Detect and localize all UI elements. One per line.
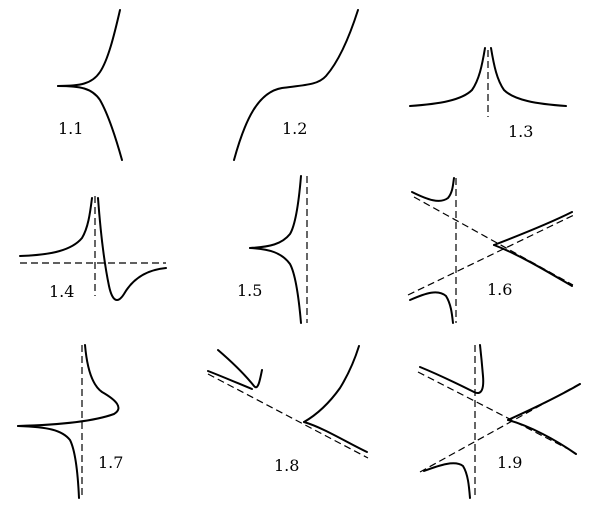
panel-label-1-9: 1.9 — [497, 453, 522, 472]
panel-1-1: 1.1 — [57, 9, 123, 161]
cusp-lower-branch — [303, 421, 368, 453]
left-branch — [409, 47, 486, 107]
right-branch — [490, 47, 567, 107]
panel-1-9: 1.9 — [417, 344, 582, 499]
right-lower-branch — [507, 419, 577, 455]
lower-left-branch — [409, 291, 454, 324]
lower-left-branch — [423, 462, 471, 499]
panel-1-5: 1.5 — [237, 175, 308, 324]
right-branch — [97, 197, 167, 301]
panel-1-4: 1.4 — [19, 196, 167, 301]
cusp-upper-branch — [57, 9, 121, 87]
oblique-asymptote-ascending — [407, 213, 577, 296]
panel-1-7: 1.7 — [17, 344, 123, 499]
upper-branch — [17, 344, 120, 427]
panel-label-1-1: 1.1 — [58, 119, 83, 138]
upper-left-branch — [217, 349, 263, 389]
cusp-lower-branch — [57, 85, 123, 161]
lower-branch — [249, 247, 302, 324]
panel-1-6: 1.6 — [407, 177, 577, 324]
panel-1-2: 1.2 — [233, 9, 359, 161]
panel-label-1-8: 1.8 — [274, 456, 299, 475]
upper-left-branch — [411, 177, 455, 202]
oblique-asymptote-ascending — [419, 382, 582, 473]
panel-label-1-2: 1.2 — [282, 119, 307, 138]
right-lower-branch — [493, 244, 573, 287]
inflection-curve — [233, 9, 359, 161]
panel-1-3: 1.3 — [409, 47, 567, 141]
panel-label-1-3: 1.3 — [508, 122, 533, 141]
panel-label-1-7: 1.7 — [98, 453, 123, 472]
right-upper-branch — [493, 211, 573, 246]
panel-label-1-4: 1.4 — [49, 282, 74, 301]
left-branch — [19, 197, 93, 257]
upper-branch — [249, 175, 302, 249]
oblique-asymptote — [207, 373, 369, 459]
panel-label-1-6: 1.6 — [487, 280, 512, 299]
lower-branch — [17, 425, 80, 499]
cusp-upper-branch — [303, 345, 360, 423]
oblique-asymptote-descending — [417, 371, 575, 453]
upper-left-branch — [419, 344, 485, 394]
panel-label-1-5: 1.5 — [237, 281, 262, 300]
right-upper-branch — [507, 383, 581, 421]
panel-1-8: 1.8 — [207, 345, 369, 475]
left-tail — [207, 370, 253, 390]
oblique-asymptote-descending — [413, 196, 574, 286]
